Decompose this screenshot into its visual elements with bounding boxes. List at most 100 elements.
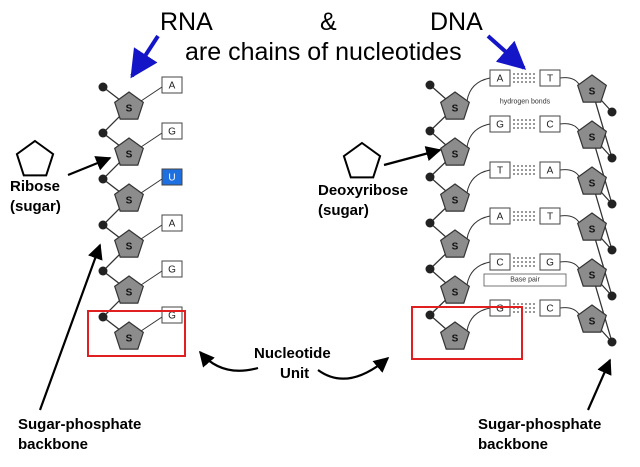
title-subtitle: are chains of nucleotides (185, 38, 462, 66)
rna-sugar-3 (113, 183, 145, 212)
rna-sugar-4-letter: S (126, 242, 133, 253)
rna-base-box-5 (161, 260, 183, 278)
dna-right-base-box-3 (539, 161, 561, 179)
rna-base-link-3 (140, 176, 166, 194)
dna-left-base-link-6 (466, 307, 491, 332)
title-dna: DNA (430, 8, 483, 36)
dna-left-base-box-2 (489, 115, 511, 133)
nucleotide-arrow-right (317, 357, 390, 380)
dna-right-base-box-2 (539, 115, 561, 133)
base-pair-bracket (483, 273, 567, 287)
deoxyribose-pentagon-icon (342, 141, 382, 179)
dna-right-phosphate-2 (607, 153, 617, 163)
rna-sugar-5-letter: S (126, 288, 133, 299)
dna-left-base-2: G (496, 120, 504, 131)
dna-right-base-2: C (546, 120, 553, 131)
dna-right-base-5: G (546, 258, 554, 269)
rna-sugar-6 (113, 321, 145, 350)
title-ampersand: & (320, 8, 337, 36)
backbone-left-arrow (38, 243, 103, 411)
dna-left-base-1: A (497, 74, 504, 85)
dna-right-base-box-5 (539, 253, 561, 271)
dna-right-phosphate-3 (607, 199, 617, 209)
rna-sugar-1 (113, 91, 145, 120)
rna-base-5: G (168, 265, 176, 276)
dna-title-arrow (486, 34, 527, 70)
dna-right-base-link-6 (559, 307, 581, 317)
backbone-left-label-2: backbone (18, 436, 89, 453)
rna-base-link-5 (140, 268, 166, 286)
dna-right-phosphate-5 (607, 291, 617, 301)
rna-phosphate-2 (98, 128, 108, 138)
ribose-pentagon-icon (15, 139, 55, 177)
dna-right-phosphate-4 (607, 245, 617, 255)
dna-right-sugar-2 (576, 120, 608, 149)
rna-sugar-6-letter: S (126, 334, 133, 345)
dna-left-base-box-5 (489, 253, 511, 271)
dna-right-base-link-5 (559, 261, 581, 271)
dna-left-base-link-4 (466, 215, 491, 240)
ribose-label: Ribose (10, 178, 61, 195)
rna-sugar-1-letter: S (126, 104, 133, 115)
dna-right-sugar-1-letter: S (589, 87, 596, 98)
dna-left-sugar-1-letter: S (452, 104, 459, 115)
dna-left-base-4: A (497, 212, 504, 223)
dna-left-base-3: T (497, 166, 503, 177)
rna-base-4: A (169, 219, 176, 230)
dna-left-sugar-2-letter: S (452, 150, 459, 161)
deoxyribose-label: Deoxyribose (318, 182, 409, 199)
rna-nucleotide-box (87, 310, 186, 357)
dna-left-base-6: G (496, 304, 504, 315)
rna-base-box-4 (161, 214, 183, 232)
backbone-right-label-2: backbone (478, 436, 549, 453)
rna-base-link-6 (140, 314, 166, 332)
dna-nucleotide-box (411, 306, 523, 360)
dna-left-phosphate-1 (425, 80, 435, 90)
dna-left-base-box-4 (489, 207, 511, 225)
dna-right-base-box-6 (539, 299, 561, 317)
rna-title-arrow (130, 34, 160, 79)
dna-left-phosphate-5 (425, 264, 435, 274)
dna-left-sugar-5-letter: S (452, 288, 459, 299)
backbone-right-label-1: Sugar-phosphate (478, 416, 602, 433)
dna-left-sugar-6-letter: S (452, 334, 459, 345)
dna-right-base-link-4 (559, 215, 581, 225)
dna-right-sugar-4-letter: S (589, 225, 596, 236)
dna-left-base-box-1 (489, 69, 511, 87)
rna-sugar-2 (113, 137, 145, 166)
rna-phosphate-5 (98, 266, 108, 276)
deoxyribose-arrow (383, 146, 442, 167)
rna-base-box-2 (161, 122, 183, 140)
title-rna: RNA (160, 8, 213, 36)
ribose-arrow (67, 156, 112, 177)
rna-sugar-4 (113, 229, 145, 258)
dna-right-base-box-1 (539, 69, 561, 87)
dna-left-base-link-2 (466, 123, 491, 148)
rna-phosphate-3 (98, 174, 108, 184)
dna-right-sugar-2-letter: S (589, 133, 596, 144)
dna-left-phosphate-3 (425, 172, 435, 182)
rna-base-1: A (169, 81, 176, 92)
rna-phosphate-1 (98, 82, 108, 92)
dna-right-base-4: T (547, 212, 553, 223)
rna-sugar-3-letter: S (126, 196, 133, 207)
title-arrows (130, 34, 527, 79)
base-pair-label: Base pair (510, 277, 540, 284)
dna-left-base-link-1 (466, 77, 491, 102)
hydrogen-bonds-label: hydrogen bonds (500, 99, 551, 106)
dna-left-base-box-3 (489, 161, 511, 179)
rna-base-2: G (168, 127, 176, 138)
dna-right-base-link-1 (559, 77, 581, 87)
ribose-sub-label: (sugar) (10, 198, 61, 215)
backbone-left-label-1: Sugar-phosphate (18, 416, 142, 433)
dna-right-sugar-1 (576, 74, 608, 103)
dna-right-base-1: T (547, 74, 553, 85)
dna-left-sugar-4 (439, 229, 471, 258)
backbone-right-arrow (586, 358, 612, 411)
dna-left-base-5: C (496, 258, 503, 269)
dna-left-sugar-1 (439, 91, 471, 120)
